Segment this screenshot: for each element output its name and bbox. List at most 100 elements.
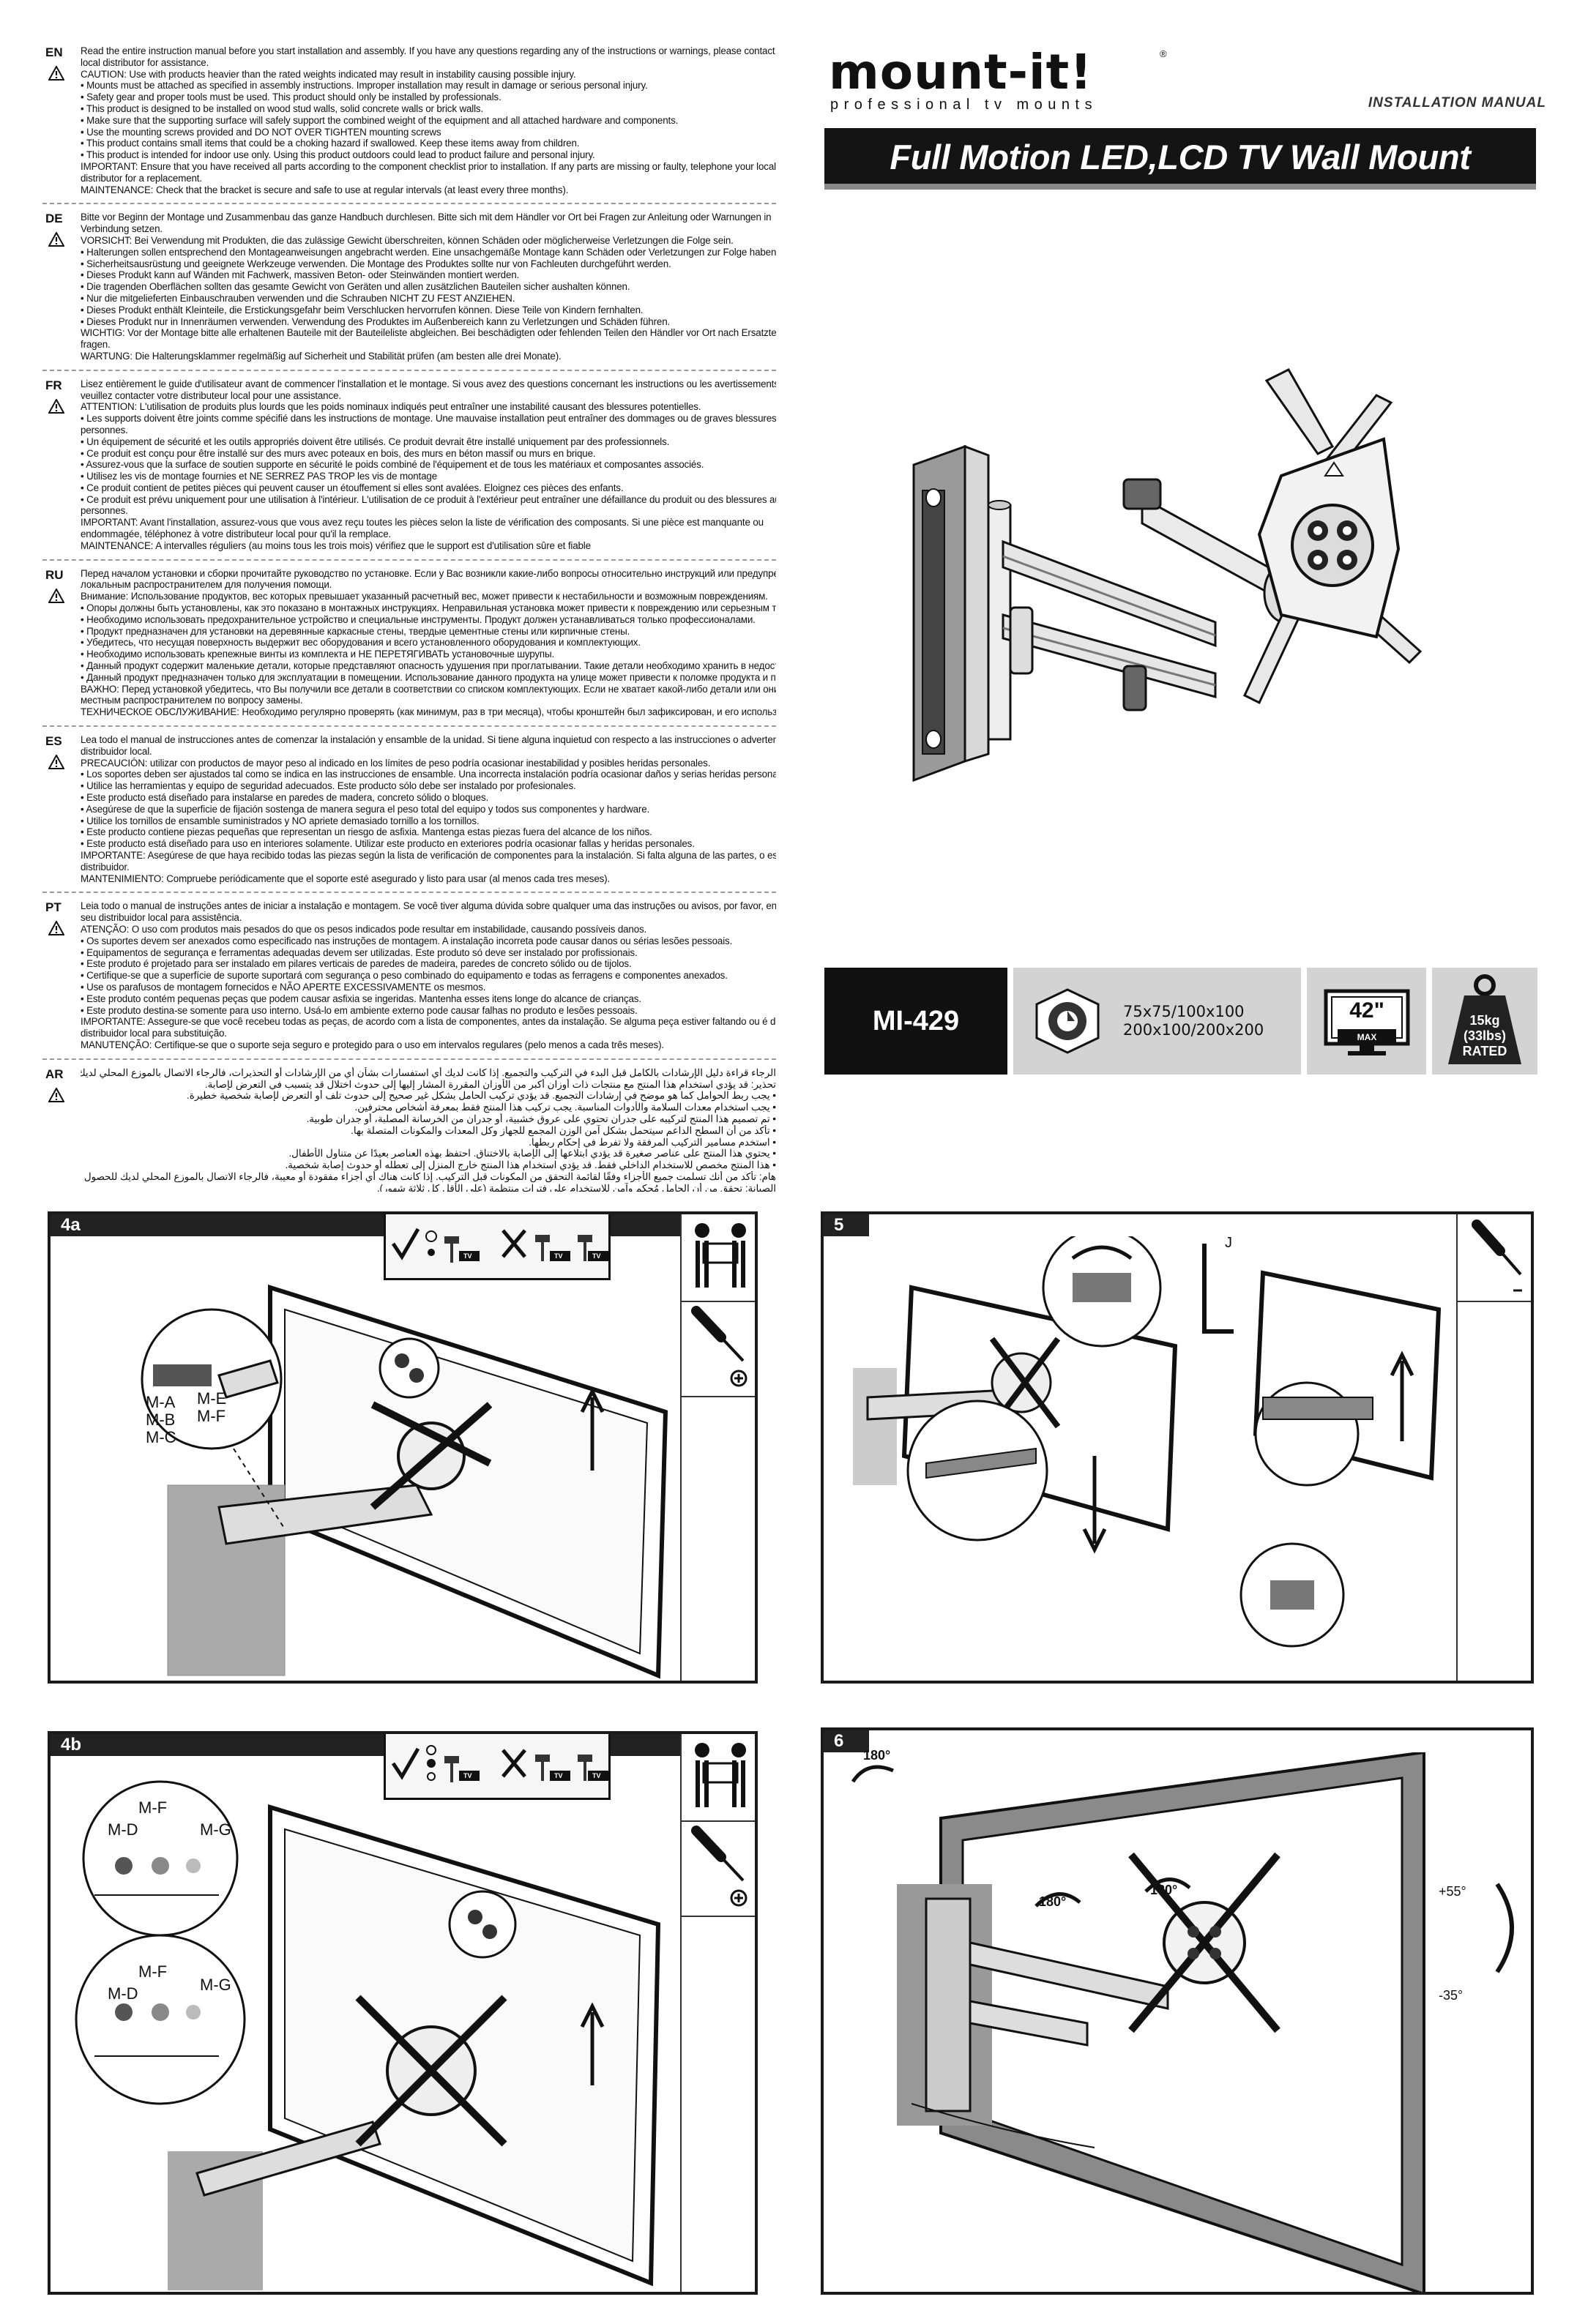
tilt-up-label: +55° [1439, 1884, 1466, 1899]
text-line: الرجاء قراءة دليل الإرشادات بالكامل قبل … [81, 1066, 776, 1078]
text-line: VORSICHT: Bei Verwendung mit Produkten, … [81, 234, 734, 246]
two-person-lift-icon [682, 1214, 755, 1302]
text-line: seu distribuidor local para assistência. [81, 912, 242, 924]
text-line: • Asegúrese de que la superficie de fija… [81, 803, 650, 815]
language-text: Lisez entièrement le guide d'utilisateur… [81, 378, 776, 552]
text-line: • يجب ربط الحوامل كما هو موضح في إرشادات… [187, 1090, 776, 1102]
weight-rated: RATED [1462, 1044, 1507, 1058]
text-line: Внимание: Использование продуктов, вес к… [81, 591, 768, 602]
language-text: Перед началом установки и сборки прочита… [81, 568, 776, 718]
vesa-sizes: 75x75/100x100 200x100/200x200 [1123, 1003, 1264, 1039]
warning-icon [48, 66, 64, 81]
tv-label: TV [463, 1252, 472, 1260]
language-code: ES [45, 734, 62, 749]
text-line: • تم تصميم هذا المنتج لتركيبه على جدران … [306, 1113, 776, 1124]
language-code: RU [45, 567, 64, 582]
text-line: • Ce produit contient de petites pièces … [81, 482, 624, 493]
max-label: MAX [1357, 1032, 1377, 1042]
text-line: Lisez entièrement le guide d'utilisateur… [81, 378, 776, 389]
warning-icon [48, 921, 64, 936]
rotate-180-label: 180° [863, 1748, 891, 1763]
text-line: • Utilice los tornillos de ensamble sumi… [81, 815, 480, 826]
part-label: M-F [197, 1407, 226, 1425]
text-line: • Необходимо использовать крепежные винт… [81, 649, 555, 660]
text-line: • Os suportes devem ser anexados como es… [81, 935, 733, 946]
tv-label: TV [554, 1252, 563, 1260]
language-code: EN [45, 45, 63, 59]
weight-kg: 15kg [1469, 1013, 1500, 1028]
tv-label: TV [463, 1772, 472, 1779]
brand-tagline: professional tv mounts [830, 97, 1098, 113]
text-line: personnes. [81, 505, 128, 517]
spec-row: MI-429 75x75/100x100 200x100/200x200 42"… [824, 968, 1537, 1075]
rotate-icon [1034, 1892, 1081, 1908]
language-text: Bitte vor Beginn der Montage und Zusamme… [81, 212, 776, 362]
wall-plate [912, 444, 1012, 782]
check-icon [391, 1747, 420, 1780]
language-section-es: ES Lea todo el manual de instrucciones an… [42, 731, 776, 894]
step-5-header: 5 [824, 1214, 869, 1236]
step-4a-label: 4a [61, 1215, 81, 1235]
part-label: M-B [146, 1411, 176, 1429]
tilt-down-label: -35° [1439, 1988, 1464, 2003]
text-line: • Данный продукт содержит маленькие дета… [81, 660, 776, 672]
text-line: Bitte vor Beginn der Montage und Zusamme… [81, 212, 772, 223]
text-line: WARTUNG: Die Halterungsklammer regelmäßi… [81, 350, 562, 362]
text-line: Lea todo el manual de instrucciones ante… [81, 734, 776, 746]
product-illustration [912, 368, 1423, 782]
text-line: endommagée, téléphonez à votre distribut… [81, 528, 392, 540]
cross-icon [502, 1229, 526, 1258]
text-line: • Los soportes deben ser ajustados tal c… [81, 769, 776, 780]
text-line: Leia todo o manual de instruções antes d… [81, 900, 776, 912]
text-line: • Les supports doivent être joints comme… [81, 413, 776, 425]
text-line: • Ce produit est conçu pour être install… [81, 447, 596, 459]
text-line: local distributor for assistance. [81, 56, 209, 68]
text-line: MANUTENÇÃO: Certifique-se que o suporte … [81, 1039, 664, 1050]
warning-icon [48, 398, 64, 414]
step-4b-panel: 4b TV TV TV [48, 1731, 758, 2295]
text-line: • Halterungen sollen entsprechend den Mo… [81, 246, 776, 258]
page-title: Full Motion LED,LCD TV Wall Mount [890, 138, 1471, 176]
step-4b-illustration [75, 1780, 661, 2290]
check-icon [391, 1228, 420, 1260]
arrow-up-icon [1390, 1350, 1414, 1441]
tilt-arrow-icon [1495, 1883, 1514, 1973]
part-label: M-G [200, 1820, 231, 1839]
part-label: M-F [138, 1798, 168, 1817]
step-6-label: 6 [834, 1731, 844, 1751]
text-line: distribuidor. [81, 861, 130, 873]
language-text: Lea todo el manual de instrucciones ante… [81, 734, 776, 884]
text-line: Verbindung setzen. [81, 223, 163, 235]
text-line: • Dieses Produkt enthält Kleinteile, die… [81, 304, 644, 315]
text-line: • Убедитесь, что несущая поверхность выд… [81, 637, 641, 649]
text-line: • Mounts must be attached as specified i… [81, 80, 648, 91]
text-line: • Utilice las herramientas y equipo de s… [81, 780, 576, 792]
text-line: • Данный продукт предназначен только для… [81, 671, 776, 683]
text-line: personnes. [81, 424, 128, 436]
text-line: • Este producto está diseñado para uso e… [81, 838, 695, 850]
articulating-arm [1002, 478, 1307, 711]
text-line: • Un équipement de sécurité et les outil… [81, 436, 670, 447]
text-line: • Make sure that the supporting surface … [81, 114, 679, 126]
step-5-panel: 5 J [821, 1211, 1534, 1684]
text-line: местным распространителем по вопросу зам… [81, 695, 303, 706]
text-line: PRECAUCIÓN: utilizar con productos de ma… [81, 757, 711, 769]
text-line: • استخدم مسامير التركيب المرفقة ولا تفرط… [529, 1136, 776, 1148]
text-line: IMPORTANTE: Asegúrese de que haya recibi… [81, 850, 776, 861]
text-line: • يحتوي هذا المنتج على عناصر صغيرة قد يؤ… [288, 1148, 776, 1159]
text-line: • يجب استخدام معدات السلامة والأدوات الم… [354, 1102, 776, 1113]
step-4a-tools [680, 1214, 755, 1681]
screwdriver-icon [682, 1822, 755, 1917]
text-line: • تأكد من أن السطح الداعم سيتحمل بشكل آم… [351, 1124, 776, 1136]
part-label: M-A [146, 1393, 176, 1411]
text-line: • Equipamentos de segurança e ferramenta… [81, 946, 638, 958]
text-line: veuillez contacter votre distributeur lo… [81, 389, 341, 401]
rotate-180-label: 180° [1039, 1894, 1067, 1909]
text-line: • Необходимо использовать предохранитель… [81, 613, 756, 625]
arrow-up-icon [580, 1387, 605, 1471]
text-line: MANTENIMIENTO: Compruebe periódicamente … [81, 873, 611, 884]
screwdriver-icon [682, 1302, 755, 1397]
